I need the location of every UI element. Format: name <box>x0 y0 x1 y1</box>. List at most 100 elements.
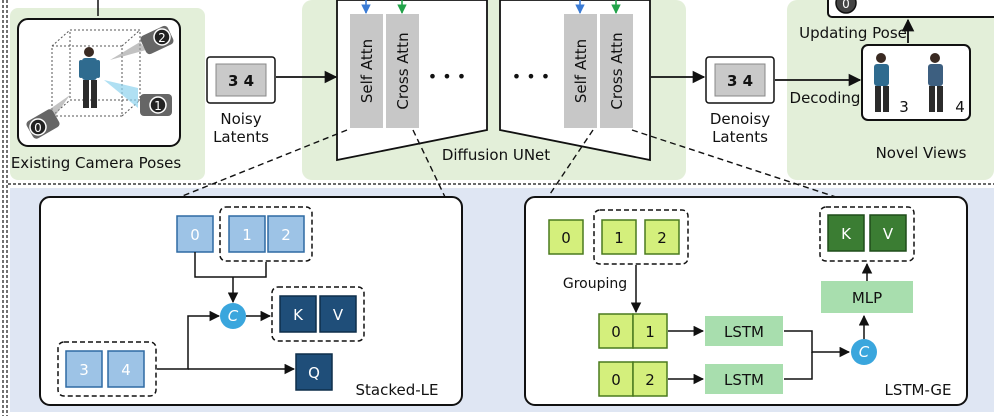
novel-view-number: 3 <box>899 98 909 116</box>
lstm-token-label: 2 <box>657 229 667 247</box>
lstm-token-label: 1 <box>614 229 624 247</box>
camera-number: 1 <box>154 99 162 113</box>
cross-attn-block-decoder <box>600 14 633 128</box>
unet-label: Diffusion UNet <box>442 146 550 164</box>
stacked-q-token <box>295 353 333 391</box>
noisy-label-1: Noisy <box>220 110 261 128</box>
group2-token-a <box>598 361 634 397</box>
zoom-line <box>547 129 594 198</box>
ellipsis-encoder: • • • <box>428 67 466 86</box>
camera-number: 2 <box>158 31 166 45</box>
group-token-label: 2 <box>645 371 655 389</box>
self-attn-label: Self Attn <box>358 39 376 103</box>
lstm-concat-node <box>851 339 877 365</box>
lstm-block-1 <box>705 316 783 346</box>
lstm-token-1 <box>601 219 637 255</box>
novel-views-label: Novel Views <box>876 144 967 162</box>
k-label: K <box>293 306 304 324</box>
lstm-v-token <box>869 214 907 252</box>
zoom-line <box>412 129 446 198</box>
lstm-token-0 <box>548 219 584 255</box>
concat-label: C <box>228 307 239 325</box>
camera-icon-2: 2 <box>140 25 174 55</box>
camera-poses-label: Existing Camera Poses <box>11 154 182 172</box>
novel-view-figure-3 <box>874 53 889 112</box>
stacked-token-label: 2 <box>281 226 291 244</box>
mlp-block <box>821 281 913 313</box>
denoisy-label-1: Denoisy <box>710 110 770 128</box>
self-attn-label: Self Attn <box>572 39 590 103</box>
ellipsis-decoder: • • • <box>512 67 550 86</box>
stacked-group-outline <box>219 206 313 262</box>
stacked-token-label: 4 <box>121 361 131 379</box>
group1-token-b <box>632 313 668 349</box>
noisy-latent-cube <box>215 63 267 97</box>
group-token-label: 1 <box>645 323 655 341</box>
q-label: Q <box>308 364 320 382</box>
camera-icon-1: 1 <box>140 94 172 116</box>
stacked-token-1 <box>228 215 266 253</box>
camera-number: 0 <box>34 121 42 135</box>
updating-pose-camera-icon <box>835 0 857 14</box>
novel-view-number: 4 <box>955 98 965 116</box>
denoisy-latent-cube <box>714 63 766 97</box>
updating-pose-camera-number: 0 <box>842 0 850 11</box>
cross-attn-block-encoder <box>386 14 419 128</box>
stacked-token-label: 3 <box>79 361 89 379</box>
mlp-label: MLP <box>852 289 882 307</box>
stacked-bottom-outline <box>57 341 157 397</box>
stacked-token-label: 0 <box>190 226 200 244</box>
updating-pose-label: Updating Pose <box>799 24 907 42</box>
grouping-label: Grouping <box>563 276 627 292</box>
lstm-block-2 <box>705 364 783 394</box>
decoding-label: Decoding <box>790 89 861 107</box>
connector <box>194 252 233 278</box>
connector <box>784 352 813 380</box>
lstm-label: LSTM <box>724 371 764 389</box>
lstm-label: LSTM <box>724 323 764 341</box>
group-token-label: 0 <box>611 323 621 341</box>
group1-token-a <box>598 313 634 349</box>
denoisy-label-2: Latents <box>712 128 768 146</box>
view-cone <box>110 42 146 60</box>
stacked-le-title: Stacked-LE <box>356 381 439 399</box>
lstm-k-token <box>827 214 865 252</box>
lstm-token-2 <box>644 219 680 255</box>
k-label: K <box>841 225 852 243</box>
novel-view-figure-4 <box>928 53 943 112</box>
cross-attn-label: Cross Attn <box>608 32 626 109</box>
stacked-v-token <box>319 295 357 333</box>
concat-label: C <box>859 343 870 361</box>
lstm-group-outline <box>593 209 689 265</box>
stacked-token-4 <box>107 350 145 388</box>
stacked-kv-outline <box>271 286 365 342</box>
cross-attn-label: Cross Attn <box>394 32 412 109</box>
denoisy-cube-label: 3 4 <box>727 72 753 90</box>
updating-pose-box <box>827 0 994 18</box>
lstm-ge-title: LSTM-GE <box>884 381 951 399</box>
arrow-lstm1-concat <box>784 330 851 358</box>
camera-icon-0: 0 <box>26 109 60 139</box>
v-label: V <box>883 225 894 243</box>
v-label: V <box>333 306 344 324</box>
zoom-line <box>631 129 837 198</box>
view-cone <box>104 80 138 108</box>
stacked-le-box <box>39 196 463 406</box>
stacked-token-label: 1 <box>242 226 252 244</box>
group2-token-b <box>632 361 668 397</box>
stacked-concat-node <box>220 303 246 329</box>
character-figure <box>79 47 100 108</box>
connector <box>233 262 267 278</box>
group-token-label: 0 <box>611 371 621 389</box>
noisy-cube-label: 3 4 <box>228 72 254 90</box>
arrow-bottom-to-concat <box>157 310 221 370</box>
self-attn-block-encoder <box>350 14 383 128</box>
self-attn-block-decoder <box>564 14 597 128</box>
noisy-label-2: Latents <box>213 128 269 146</box>
stacked-token-3 <box>65 350 103 388</box>
stacked-k-token <box>279 295 317 333</box>
lstm-token-label: 0 <box>561 229 571 247</box>
lstm-kv-outline <box>819 206 915 262</box>
stacked-token-2 <box>267 215 305 253</box>
